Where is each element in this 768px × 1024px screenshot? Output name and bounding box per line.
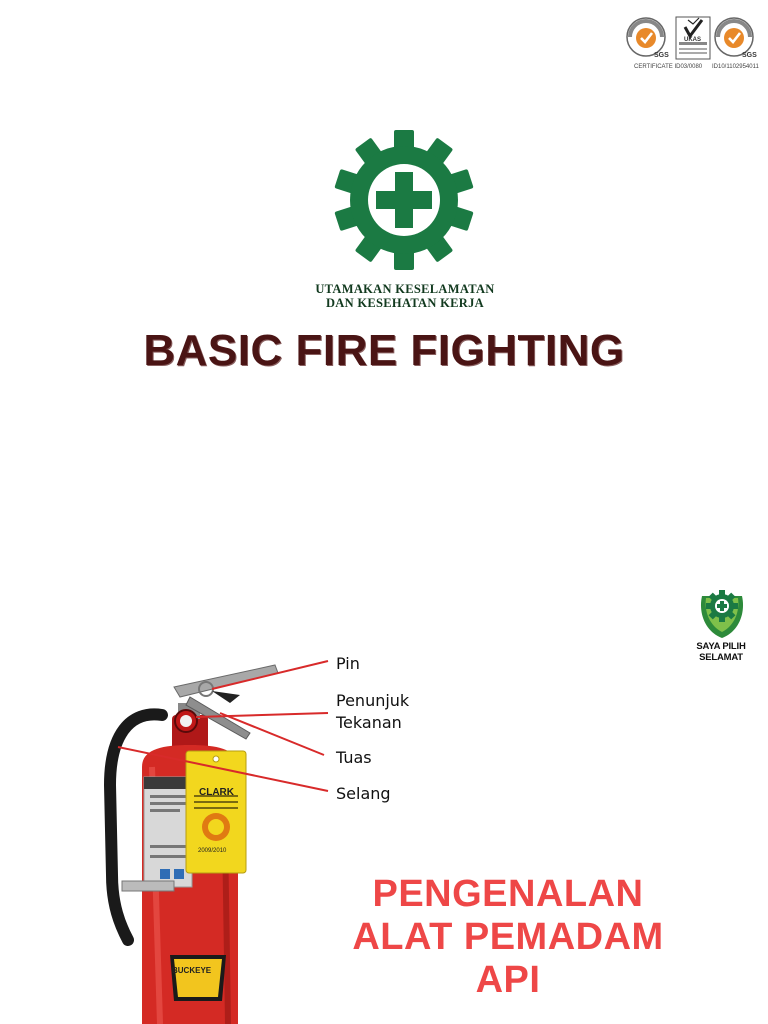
certificate-caption-right: ID10/1102954011 [712,64,759,70]
page-title: BASIC FIRE FIGHTING [143,326,625,375]
subtitle-line3: API [475,959,541,1001]
label-penunjuk: Penunjuk [336,691,410,710]
label-selang: Selang [336,784,391,803]
subtitle: PENGENALAN ALAT PEMADAM API [330,873,686,1002]
label-tekanan: Tekanan [336,713,402,732]
saya-pilih-selamat-icon [700,590,744,638]
tag-year: 2009/2010 [198,848,227,854]
body-brand: BUCKEYE [172,966,212,975]
sgs-certification-icon [626,16,754,60]
ukas-label: UKAS [684,37,702,43]
label-tuas: Tuas [336,748,372,767]
k3-tagline-line1: UTAMAKAN KESELAMATAN [315,282,495,296]
subtitle-line2: ALAT PEMADAM [352,916,664,958]
k3-gear-cross-logo [334,130,474,270]
saya-pilih-selamat-text: SAYA PILIH SELAMAT [696,641,746,663]
certificate-caption-left: CERTIFICATE ID03/0080 [634,64,703,70]
tag-brand: CLARK [199,787,234,798]
fire-extinguisher-image [103,660,329,1024]
subtitle-line1: PENGENALAN [372,873,644,915]
certification-logos: SGS UKAS SGS CERTIFICATE ID03/0080 ID10/… [622,14,762,74]
k3-tagline-line2: DAN KESEHATAN KERJA [325,296,485,310]
label-pin: Pin [336,654,360,673]
sgs-label-left: SGS [654,52,669,59]
sgs-label-right: SGS [742,52,757,59]
